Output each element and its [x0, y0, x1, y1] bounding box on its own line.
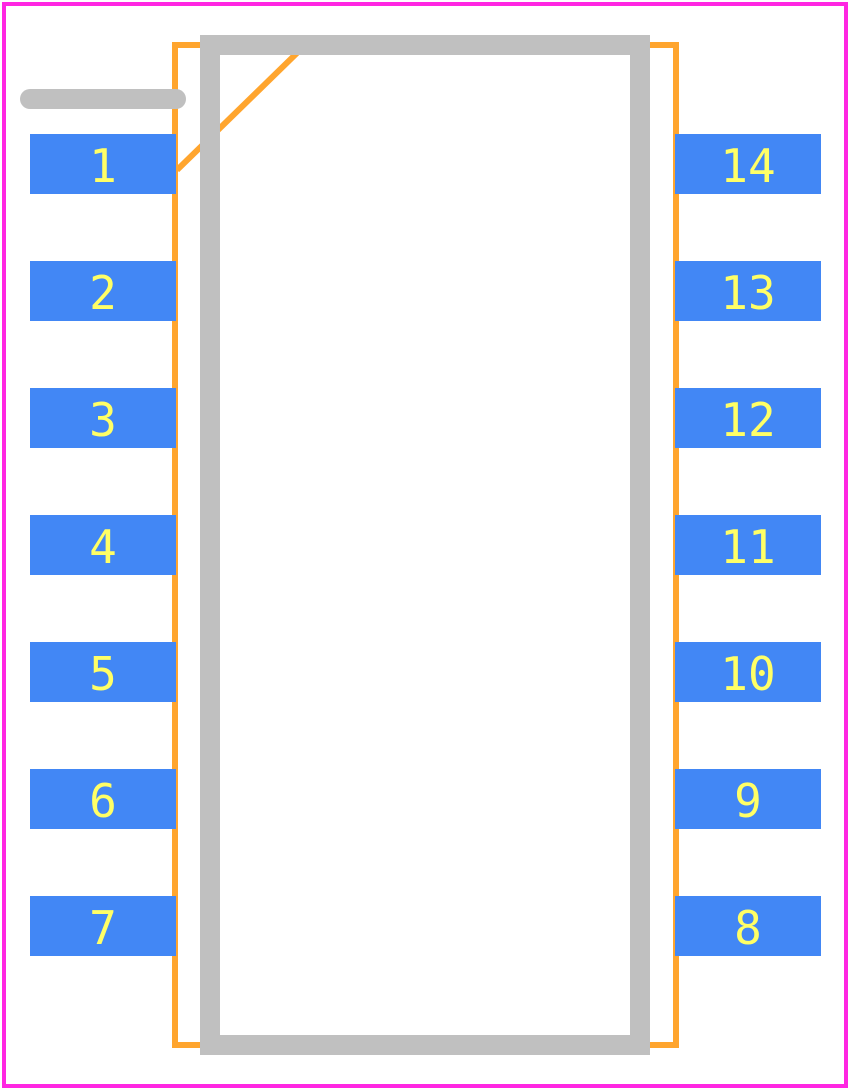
pad-13: 13: [675, 261, 821, 321]
pad-11-copper: [675, 515, 821, 575]
pad-6-copper: [30, 769, 176, 829]
pad-3-label: 3: [89, 393, 117, 447]
pad-2-copper: [30, 261, 176, 321]
pads-left-column: 1 2 3 4 5 6 7: [30, 134, 176, 956]
pad-10: 10: [675, 642, 821, 702]
pad-9-label: 9: [734, 774, 762, 828]
pad-2: 2: [30, 261, 176, 321]
pad-5: 5: [30, 642, 176, 702]
pad-13-copper: [675, 261, 821, 321]
pad-6: 6: [30, 769, 176, 829]
pad-1-copper: [30, 134, 176, 194]
pad-14-label: 14: [720, 139, 775, 193]
pads-right-column: 14 13 12 11 10 9 8: [675, 134, 821, 956]
pad-12-label: 12: [720, 393, 775, 447]
pad-13-label: 13: [720, 266, 775, 320]
pad-9-copper: [675, 769, 821, 829]
pad-10-label: 10: [720, 647, 775, 701]
pad-8: 8: [675, 896, 821, 956]
pad-7-copper: [30, 896, 176, 956]
pad-4: 4: [30, 515, 176, 575]
pad-14: 14: [675, 134, 821, 194]
pad-1-label: 1: [89, 139, 117, 193]
silkscreen-outline: [172, 42, 679, 1048]
pad-8-copper: [675, 896, 821, 956]
pad-8-label: 8: [734, 901, 762, 955]
pad-1: 1: [30, 134, 176, 194]
pad-3: 3: [30, 388, 176, 448]
pad-7-label: 7: [89, 901, 117, 955]
component-body-outline: [20, 35, 650, 1055]
pin1-chamfer-line: [174, 49, 301, 173]
pad-3-copper: [30, 388, 176, 448]
pad-12-copper: [675, 388, 821, 448]
pad-2-label: 2: [89, 266, 117, 320]
pad-14-copper: [675, 134, 821, 194]
pad-5-label: 5: [89, 647, 117, 701]
pad-11: 11: [675, 515, 821, 575]
pad-7: 7: [30, 896, 176, 956]
pad-5-copper: [30, 642, 176, 702]
pad-11-label: 11: [720, 520, 775, 574]
pad-6-label: 6: [89, 774, 117, 828]
pad-4-copper: [30, 515, 176, 575]
pad-12: 12: [675, 388, 821, 448]
pad-4-label: 4: [89, 520, 117, 574]
pad-10-copper: [675, 642, 821, 702]
pad-9: 9: [675, 769, 821, 829]
